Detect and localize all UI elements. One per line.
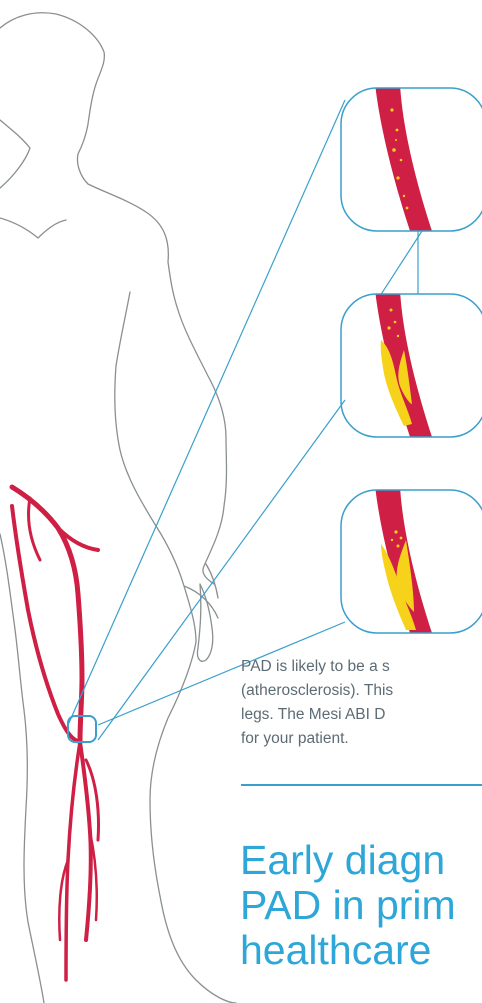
description-line: (atherosclerosis). This bbox=[241, 679, 482, 703]
description-line: PAD is likely to be a s bbox=[241, 655, 482, 679]
artery-panel-healthy bbox=[341, 84, 482, 231]
description-line: legs. The Mesi ABI D bbox=[241, 703, 482, 727]
artery-panel-plaque-severe bbox=[341, 486, 482, 633]
pad-description: PAD is likely to be a s (atherosclerosis… bbox=[241, 655, 482, 751]
artery-panel-plaque-partial bbox=[341, 290, 482, 437]
heading-line: PAD in prim bbox=[240, 883, 456, 928]
leg-arteries bbox=[12, 487, 99, 980]
human-body-outline bbox=[0, 13, 236, 1003]
section-heading: Early diagn PAD in prim healthcare bbox=[240, 838, 456, 973]
description-line: for your patient. bbox=[241, 727, 482, 751]
heading-line: Early diagn bbox=[240, 838, 456, 883]
zoom-callout-lines bbox=[68, 100, 422, 740]
section-divider bbox=[241, 784, 482, 786]
heading-line: healthcare bbox=[240, 928, 456, 973]
